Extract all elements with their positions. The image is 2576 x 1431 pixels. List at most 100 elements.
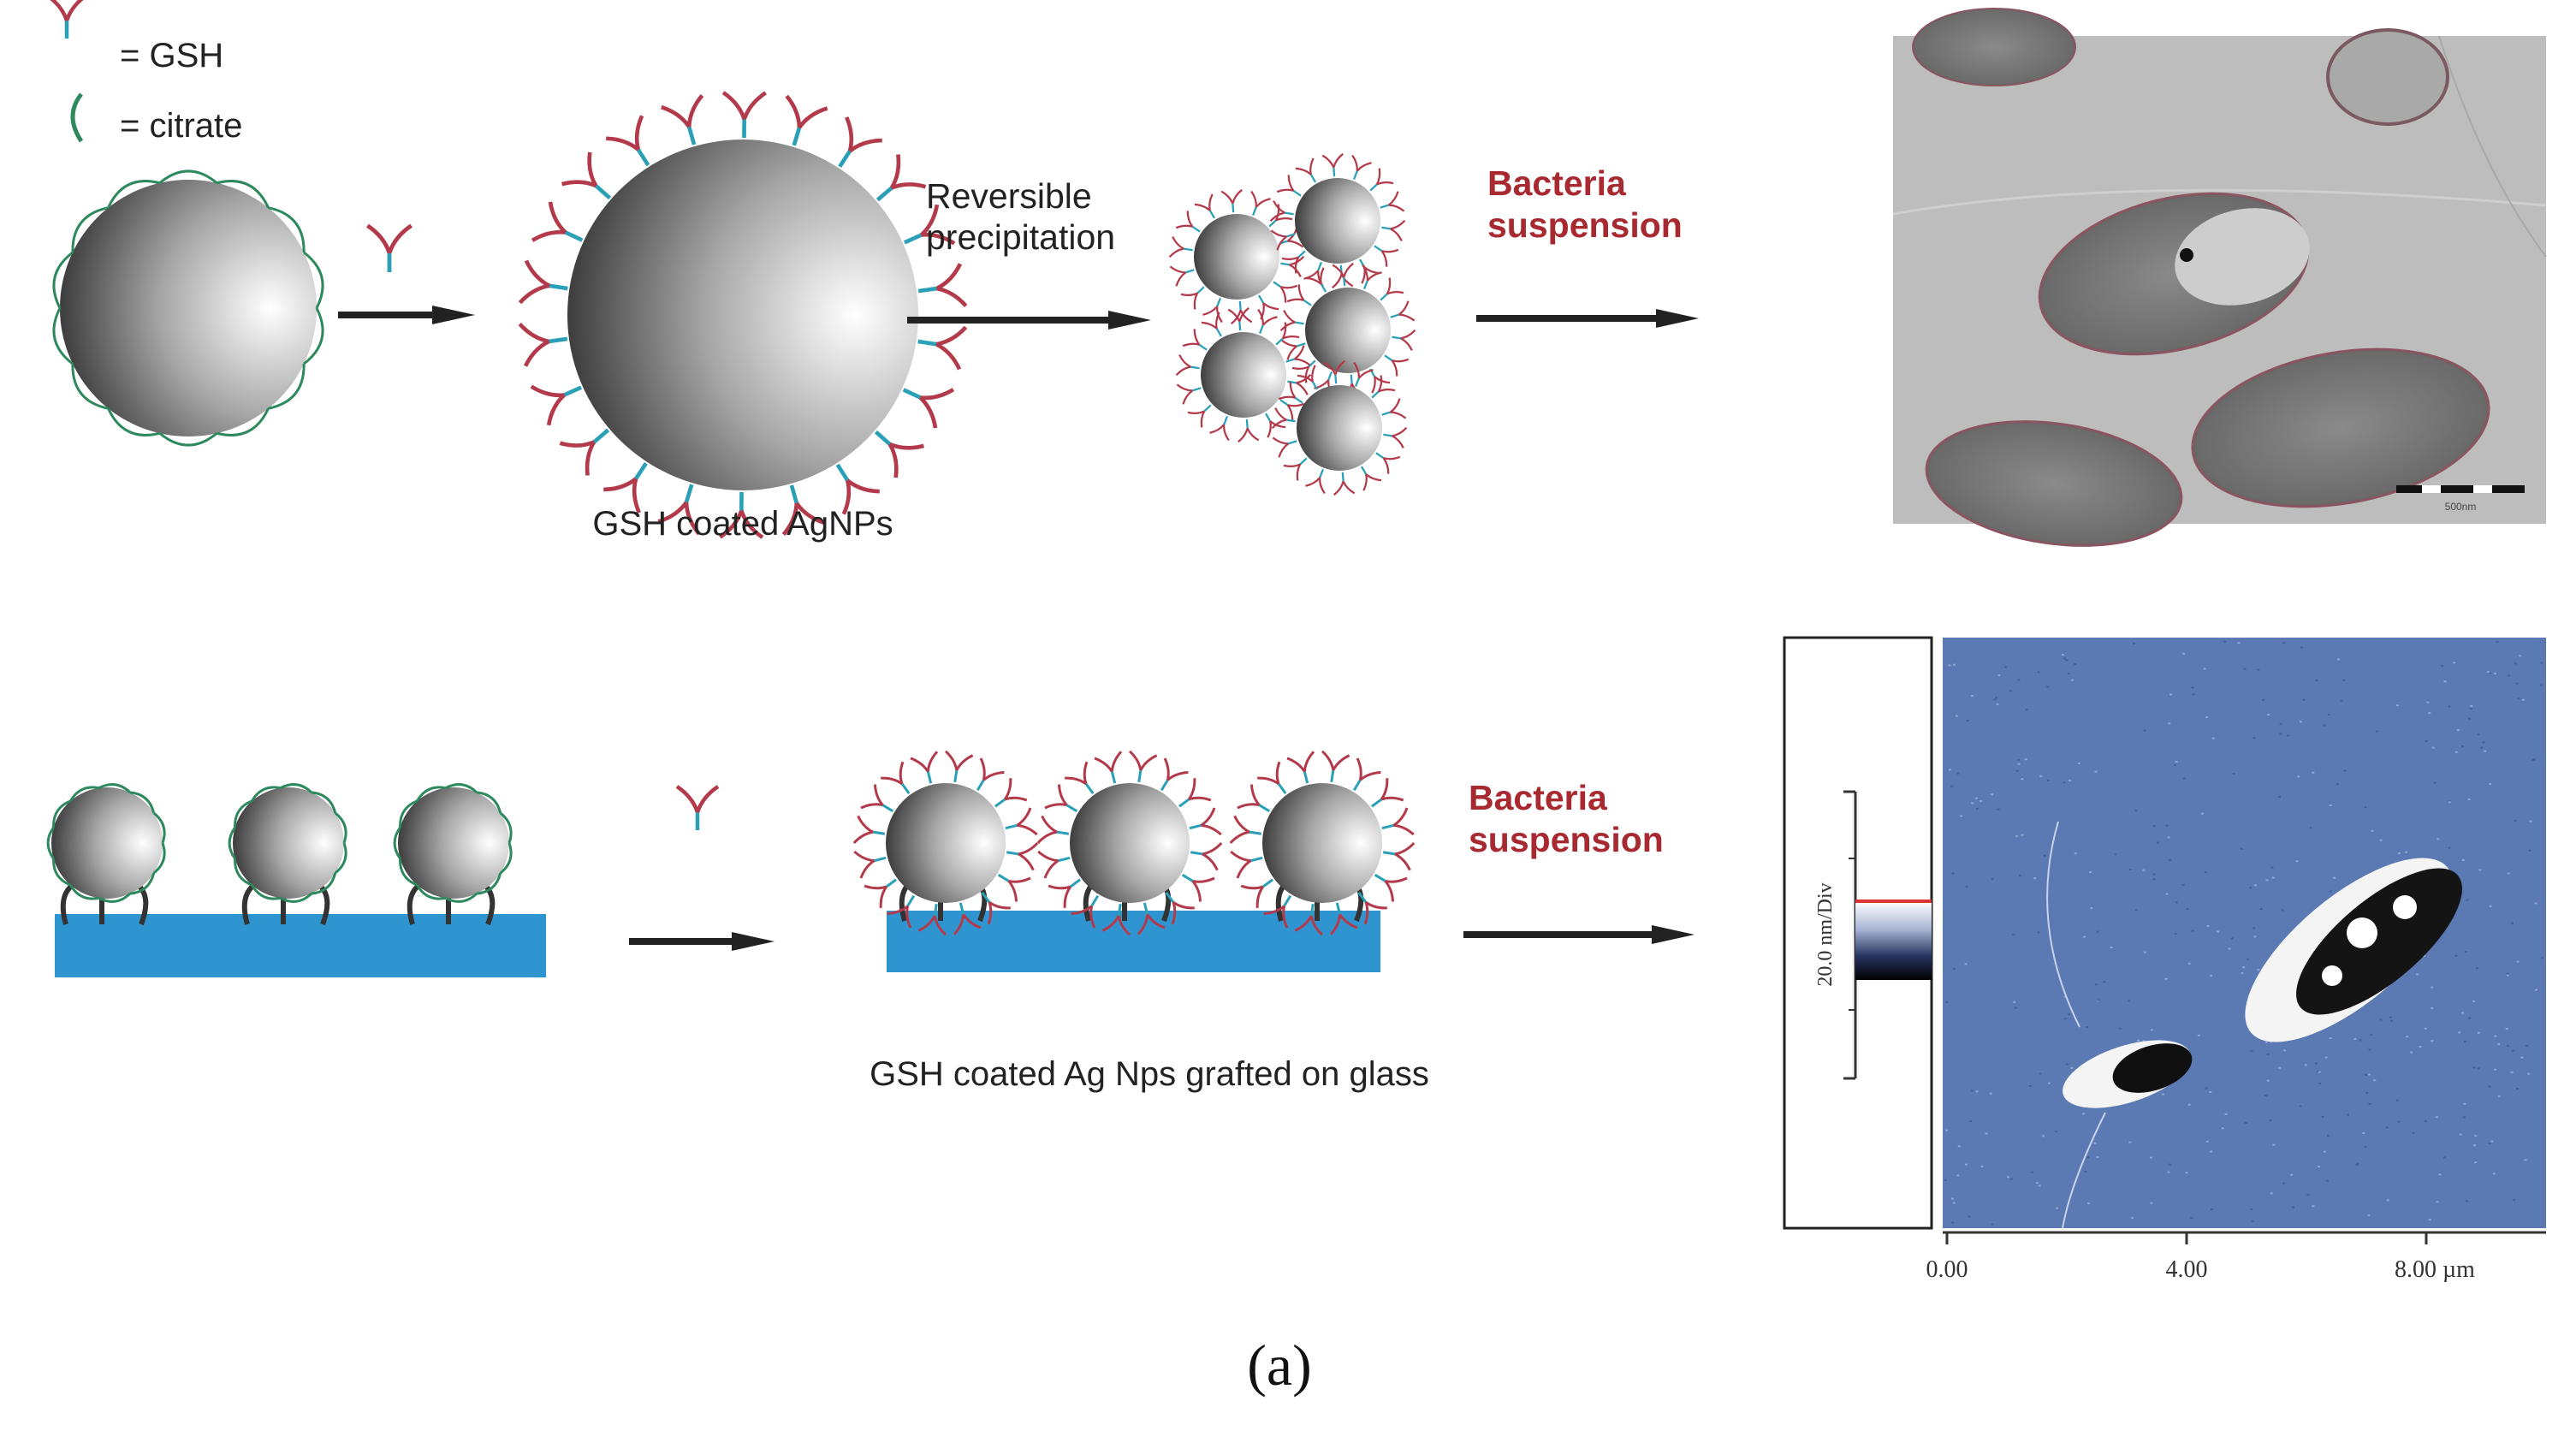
gsh-ligand — [1006, 841, 1039, 871]
gsh-ligand — [1240, 878, 1273, 908]
gsh-ligand — [1270, 229, 1296, 251]
silver-nanoparticle — [1297, 385, 1382, 471]
gsh-ligand — [50, 0, 84, 39]
gsh-ligand — [1275, 322, 1300, 346]
bacterium-cell — [2326, 28, 2449, 126]
arrow — [1463, 925, 1695, 944]
gsh-ligand — [1283, 457, 1308, 481]
citrate-shell — [46, 783, 166, 903]
gsh-ligand — [675, 785, 720, 830]
gsh-ligand — [1279, 310, 1304, 332]
suspension-label: suspension — [1469, 820, 1664, 859]
gsh-ligand — [1392, 329, 1416, 351]
gsh-ligand — [1374, 873, 1408, 902]
silver-nanoparticle — [51, 787, 163, 899]
gsh-legend-icon — [50, 0, 84, 39]
gsh-ligand — [559, 428, 610, 476]
gsh-ligand — [1201, 312, 1222, 337]
silver-nanoparticle — [1295, 178, 1380, 264]
gsh-ligand — [1323, 359, 1345, 384]
silver-nanoparticle — [886, 783, 1006, 903]
gsh-ligand — [881, 761, 911, 794]
gsh-ligand — [1229, 815, 1262, 845]
gsh-ligand — [1285, 345, 1311, 366]
silver-nanoparticle — [1070, 783, 1190, 903]
gsh-ligand — [1291, 359, 1316, 383]
gsh-coated-agnp — [518, 91, 968, 539]
gsh-ligand — [661, 93, 704, 145]
gsh-ligand — [981, 892, 1011, 925]
gsh-ligand — [1374, 245, 1399, 267]
gsh-ligand — [1037, 850, 1071, 879]
gsh-ligand — [997, 873, 1031, 902]
row1: GSH coated AgNPs Reversible precipitatio… — [52, 91, 1699, 543]
free-gsh-molecule — [675, 785, 720, 830]
gsh-ligand — [917, 263, 968, 308]
arrow — [338, 306, 475, 324]
citrate-legend-label: = citrate — [120, 107, 242, 145]
citrate-shell — [228, 783, 347, 903]
citrate-shell — [52, 169, 324, 447]
gsh-ligand — [1250, 190, 1271, 217]
grafted-citrate-agnps — [46, 783, 513, 926]
gsh-ligand — [1280, 339, 1306, 360]
gsh-ligand — [1101, 903, 1131, 936]
x-tick-label: 0.00 — [1926, 1256, 1968, 1283]
gsh-ligand — [852, 815, 886, 845]
gsh-ligand — [1279, 399, 1305, 421]
silver-nanoparticle — [1194, 214, 1279, 300]
gsh-ligand — [530, 384, 583, 426]
gsh-ligand — [1137, 902, 1166, 935]
bacterium-cell — [1912, 8, 2076, 86]
gsh-ligand — [1187, 404, 1212, 428]
gsh-ligand — [1271, 407, 1296, 430]
gsh-ligand — [1178, 778, 1212, 808]
bacterium-cell — [1925, 420, 2183, 547]
gsh-ligand — [903, 204, 956, 246]
gsh-ligand — [1094, 751, 1123, 784]
bacteria-label: Bacteria — [1469, 778, 1608, 817]
step-caption: GSH coated Ag Nps grafted on glass — [870, 1055, 1429, 1093]
gsh-ligand — [1351, 154, 1372, 181]
glass-substrate — [55, 914, 546, 977]
scale-bar: 500nm — [2396, 485, 2525, 513]
gsh-legend-label: = GSH — [120, 37, 223, 74]
gsh-ligand — [1362, 264, 1382, 290]
silver-nanoparticle — [1201, 332, 1286, 418]
afm-colorbar — [1855, 901, 1932, 980]
gsh-ligand — [1371, 778, 1404, 808]
colorbar-label: 20.0 nm/Div — [1814, 882, 1837, 986]
gsh-ligand — [1044, 784, 1078, 813]
nanoparticle-dot — [2180, 248, 2193, 262]
gsh-ligand — [1128, 750, 1158, 783]
bacteria-label: Bacteria — [1487, 163, 1627, 203]
gsh-ligand — [1238, 419, 1260, 443]
gsh-ligand — [1369, 168, 1394, 192]
gsh-ligand — [561, 151, 612, 200]
flagellum — [2062, 1112, 2106, 1229]
gsh-ligand — [887, 894, 916, 929]
silver-nanoparticle — [1305, 288, 1391, 373]
gsh-ligand — [1227, 306, 1249, 331]
bacterium-afm — [2245, 858, 2462, 1042]
gsh-ligand — [994, 778, 1028, 808]
damaged-cell-region — [2175, 208, 2310, 306]
gsh-ligand — [1384, 354, 1410, 377]
gsh-ligand — [1276, 175, 1302, 197]
gsh-ligand — [1005, 807, 1038, 836]
gsh-ligand — [1329, 902, 1358, 935]
gsh-ligand — [1353, 361, 1374, 388]
gsh-ligand — [1278, 382, 1303, 404]
glass-substrate — [887, 911, 1380, 972]
gsh-ligand — [1237, 784, 1271, 813]
gsh-ligand — [1165, 892, 1195, 925]
silver-nanoparticle — [1262, 783, 1382, 903]
silver-nanoparticle — [233, 787, 344, 899]
gsh-ligand — [1263, 894, 1292, 929]
gsh-ligand — [1381, 398, 1407, 419]
free-gsh-molecule — [366, 223, 413, 272]
gsh-ligand — [1190, 841, 1223, 871]
gsh-ligand — [518, 322, 568, 367]
gsh-ligand — [1176, 383, 1202, 405]
legend: = GSH = citrate — [50, 0, 242, 145]
